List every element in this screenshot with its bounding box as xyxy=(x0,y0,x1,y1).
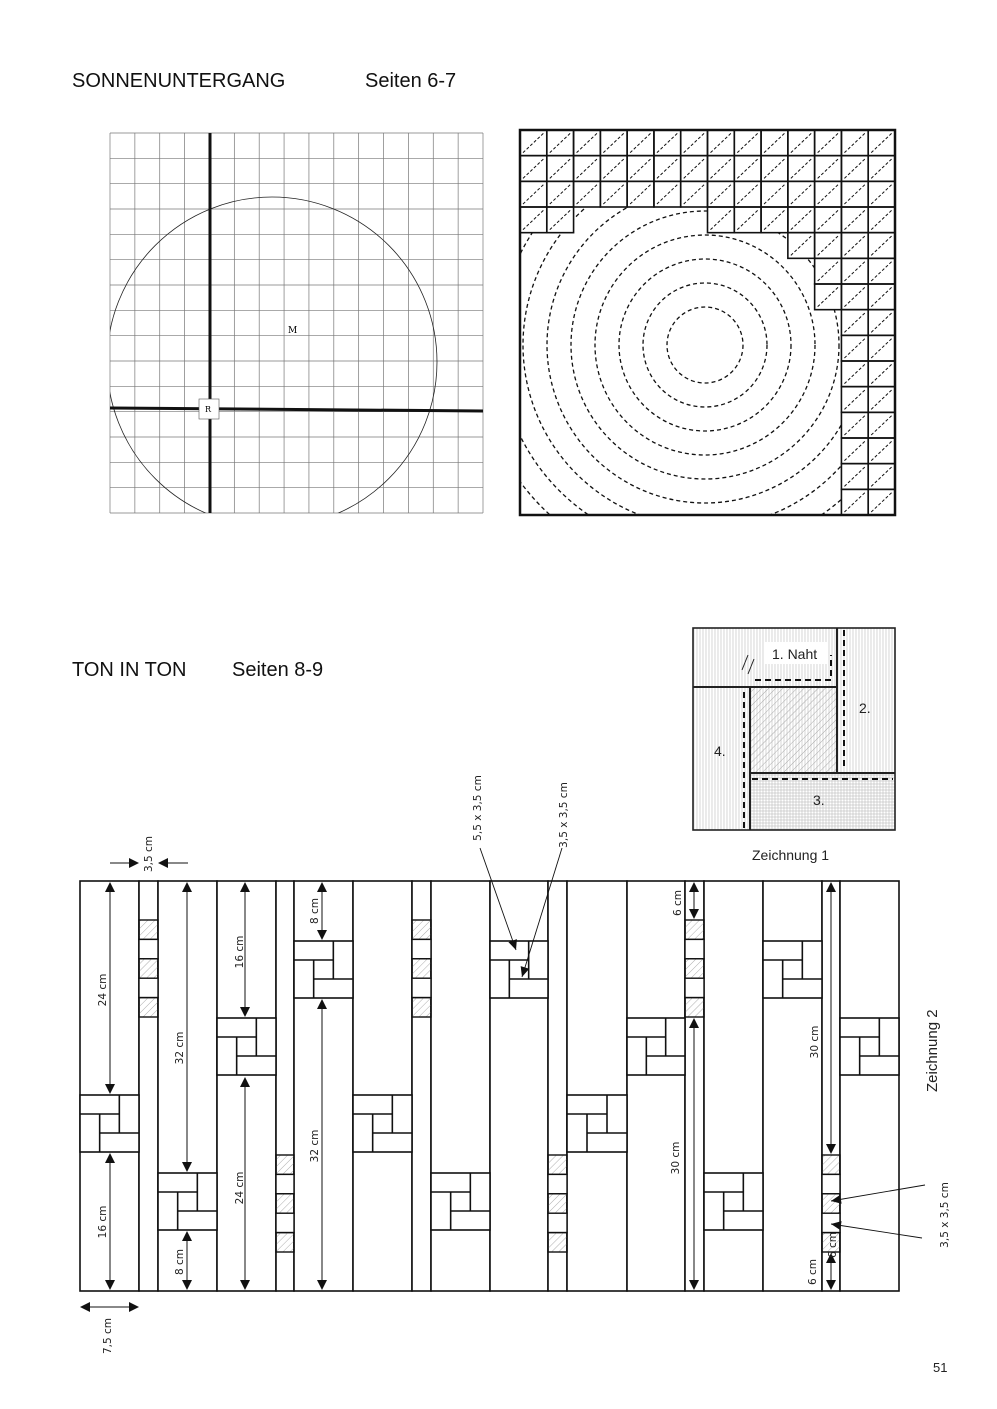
drawing-1: 1. Naht 2. 3. 4. xyxy=(692,627,896,831)
small-square xyxy=(138,977,159,999)
reference-box xyxy=(198,398,220,420)
dimension-label: 3,5 x 3,5 cm xyxy=(939,1182,951,1248)
dimension-label: 16 cm xyxy=(234,936,246,969)
dimension-label: 16 cm xyxy=(97,1206,109,1239)
dimension-label: 24 cm xyxy=(234,1172,246,1205)
page-number: 51 xyxy=(933,1360,947,1375)
small-square xyxy=(684,919,705,941)
dimension-annotations: 24 cm 16 cm 32 cm 8 cm 16 cm 24 cm 8 cm 32 cm 6 … xyxy=(80,775,951,1354)
seam-2-label: 2. xyxy=(859,700,871,716)
log-cabin-block xyxy=(703,1172,764,1231)
section2-title: TON IN TON xyxy=(72,659,186,681)
center-label: M xyxy=(288,326,297,336)
small-square xyxy=(547,1212,568,1234)
small-square xyxy=(684,977,705,999)
small-square xyxy=(821,1193,841,1214)
small-square xyxy=(684,938,705,960)
dimension-label: 3,5 cm xyxy=(143,836,155,872)
dimension-label: 8 cm xyxy=(309,898,321,924)
section1-pages: Seiten 6-7 xyxy=(365,70,456,92)
log-cabin-block xyxy=(839,1017,900,1076)
small-square xyxy=(411,977,432,999)
small-square xyxy=(138,996,159,1018)
dimension-c14_top: 6 cm xyxy=(672,882,699,919)
dimension-label: 8 cm xyxy=(174,1249,186,1275)
circle-arc xyxy=(110,196,438,513)
log-cabin-block xyxy=(293,940,354,999)
dimension-strip-width: 3,5 cm xyxy=(110,836,188,872)
dimension-c3_top: 32 cm xyxy=(174,882,192,1172)
small-square xyxy=(547,1173,568,1195)
dimension-label: 6 cm xyxy=(827,1232,839,1258)
log-cabin-block xyxy=(762,940,823,999)
dimension-label: 32 cm xyxy=(309,1130,321,1163)
small-square xyxy=(411,996,432,1018)
dimension-label: 6 cm xyxy=(807,1259,819,1285)
pointer-block-large: 5,5 x 3,5 cm xyxy=(472,775,517,951)
dimension-c6_bottom: 32 cm xyxy=(309,999,327,1290)
log-cabin-block xyxy=(216,1017,277,1076)
small-square xyxy=(275,1154,295,1176)
small-square xyxy=(547,1231,568,1253)
dimension-c4_bottom: 24 cm xyxy=(234,1077,250,1290)
dimension-c1_bottom: 16 cm xyxy=(97,1153,115,1290)
dimension-label: 7,5 cm xyxy=(102,1318,114,1354)
small-square xyxy=(275,1212,295,1234)
small-square xyxy=(275,1173,295,1195)
horizontal-axis xyxy=(109,406,484,413)
dimension-c4_top: 16 cm xyxy=(234,882,250,1017)
pointer-block-small: 3,5 x 3,5 cm xyxy=(520,782,570,978)
small-square xyxy=(821,1231,841,1253)
small-square xyxy=(411,938,432,960)
seam-4-label: 4. xyxy=(714,743,726,759)
log-cabin-block xyxy=(157,1172,218,1231)
log-cabin-block xyxy=(626,1017,686,1076)
section1-title: SONNENUNTERGANG xyxy=(72,70,285,92)
small-square xyxy=(684,958,705,979)
small-square xyxy=(411,919,432,941)
small-square xyxy=(275,1193,295,1214)
sunset-quilt-diagram xyxy=(518,128,897,517)
dimension-label: 6 cm xyxy=(672,890,684,916)
small-square xyxy=(275,1231,295,1253)
small-square xyxy=(138,919,159,941)
dimension-c17_bottom: 6 cm xyxy=(807,1253,836,1290)
log-cabin-block xyxy=(352,1094,413,1153)
drawing-1-caption: Zeichnung 1 xyxy=(752,847,829,863)
dimension-column-width: 7,5 cm xyxy=(80,1302,139,1354)
small-square xyxy=(547,1193,568,1214)
dimension-label: 3,5 x 3,5 cm xyxy=(558,782,570,848)
small-square xyxy=(821,1173,841,1195)
drawing-2-caption: Zeichnung 2 xyxy=(924,1009,941,1092)
pointer-square-size: 3,5 x 3,5 cm xyxy=(830,1182,951,1248)
dimension-label: 30 cm xyxy=(809,1026,821,1059)
small-square xyxy=(138,958,159,979)
log-cabin-block xyxy=(489,940,549,999)
dimension-c14_bottom: 30 cm xyxy=(670,1018,699,1290)
small-square xyxy=(547,1154,568,1176)
drawing-2 xyxy=(79,880,900,1292)
dimension-c17_top: 30 cm xyxy=(809,882,836,1154)
log-cabin-block xyxy=(79,1094,140,1153)
section2-pages: Seiten 8-9 xyxy=(232,659,323,681)
small-square xyxy=(821,1154,841,1176)
log-cabin-block xyxy=(430,1172,491,1231)
dimension-label: 24 cm xyxy=(97,974,109,1007)
dimension-c1_top: 24 cm xyxy=(97,882,115,1094)
reference-label: R xyxy=(205,405,212,414)
small-square xyxy=(684,996,705,1018)
seam-3-label: 3. xyxy=(813,792,825,808)
dimension-c3_bottom: 8 cm xyxy=(174,1231,192,1290)
small-square xyxy=(411,958,432,979)
small-square xyxy=(138,938,159,960)
log-cabin-block xyxy=(566,1094,628,1153)
seam-1-label: 1. Naht xyxy=(772,646,817,662)
dimension-label: 5,5 x 3,5 cm xyxy=(472,775,484,841)
construction-grid xyxy=(109,132,484,514)
dimension-c6_top: 8 cm xyxy=(309,882,327,940)
dimension-label: 30 cm xyxy=(670,1142,682,1175)
dimension-label: 32 cm xyxy=(174,1032,186,1065)
